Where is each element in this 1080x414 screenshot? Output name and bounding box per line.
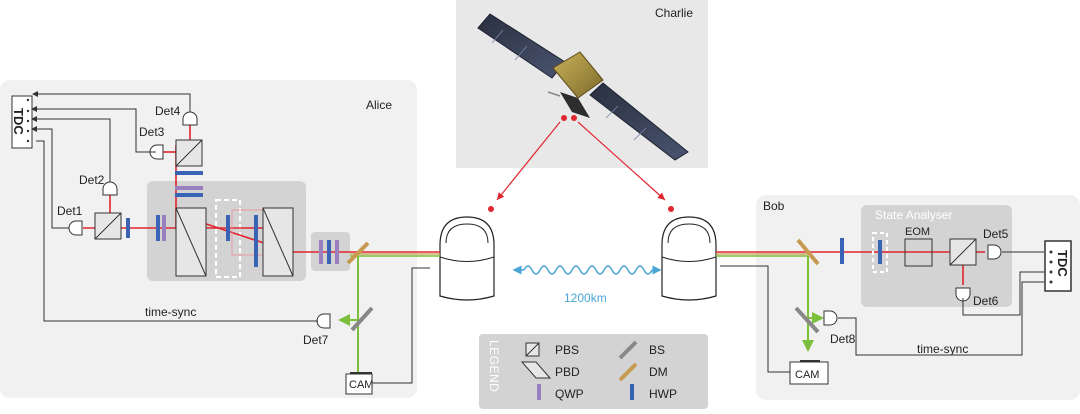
incoming-photon-alice: [488, 206, 494, 212]
legend: LEGEND PBS PBD QWP BS DM HWP: [479, 334, 708, 409]
tdc-alice: TDC: [11, 95, 33, 149]
legend-title: LEGEND: [487, 340, 501, 392]
alice-dm: [346, 241, 370, 265]
det1-icon: [68, 220, 83, 236]
legend-hwp-label: HWP: [649, 387, 677, 401]
photon-source-dot: [571, 115, 577, 121]
legend-pbs-label: PBS: [555, 343, 579, 357]
satellite-icon: [477, 13, 689, 161]
bob-cables: [720, 251, 1044, 373]
alice-pbs-upper: [175, 139, 203, 167]
alice-qwp-3: [335, 240, 339, 264]
det5-label: Det5: [983, 227, 1009, 241]
cam-alice-label: CAM: [349, 379, 373, 391]
charlie-label: Charlie: [655, 6, 693, 20]
bob-bs: [794, 306, 820, 334]
alice-qwp-2: [319, 240, 323, 264]
bob-dashed-module: [872, 232, 888, 273]
cam-bob-label: CAM: [795, 369, 819, 381]
det4-label: Det4: [155, 104, 181, 118]
alice-hwp-5: [327, 240, 331, 264]
alice-bs: [350, 306, 374, 332]
tdc-bob: TDC: [1044, 240, 1072, 292]
alice-cable-arrows: [31, 91, 38, 132]
det6-label: Det6: [973, 294, 999, 308]
free-space-link: [512, 265, 662, 275]
bob-hwp: [840, 238, 844, 264]
alice-hwp-1: [126, 218, 130, 238]
dm-icon: [618, 362, 638, 382]
alice-hwp-3: [226, 215, 230, 241]
alice-pbd-1: [175, 207, 207, 277]
alice-hwp-4: [254, 215, 258, 267]
det7-icon: [316, 313, 331, 329]
bob-pbs: [949, 238, 977, 266]
photon-source-dot: [561, 115, 567, 121]
cam-bob: [789, 361, 829, 385]
det3-icon: [149, 144, 164, 160]
time-sync-bob-label: time-sync: [917, 342, 968, 356]
legend-pbd-label: PBD: [555, 365, 580, 379]
hwp-icon: [630, 384, 634, 400]
det1-label: Det1: [57, 204, 83, 218]
det2-icon: [102, 181, 118, 196]
alice-dashed-module: [215, 199, 241, 278]
cam-alice: [345, 373, 373, 395]
downlink-alice: [496, 121, 561, 201]
pbd-icon: [520, 361, 552, 379]
distance-label: 1200km: [564, 291, 607, 305]
tdc-alice-label: TDC: [11, 108, 26, 135]
det8-icon: [823, 310, 838, 326]
det5-icon: [987, 244, 1002, 260]
legend-bs-label: BS: [649, 343, 665, 357]
state-analyser-box: [861, 205, 1012, 307]
bob-dm: [796, 238, 820, 266]
telescope-alice-icon: [439, 216, 495, 301]
alice-hwp-2: [156, 215, 160, 241]
legend-dm-label: DM: [649, 365, 668, 379]
alice-cables: [36, 93, 430, 384]
incoming-photon-bob: [668, 206, 674, 212]
bs-icon: [618, 340, 638, 360]
state-analyser-label: State Analyser: [875, 208, 952, 222]
alice-hwp-upper-2: [175, 193, 203, 197]
downlink-bob: [577, 121, 666, 201]
eom-label: EOM: [905, 226, 930, 238]
alice-qwp-1: [162, 215, 166, 241]
bob-green-path: [802, 256, 824, 352]
legend-qwp-label: QWP: [555, 387, 584, 401]
alice-qwp-upper: [175, 186, 203, 190]
alice-green-path: [338, 256, 359, 372]
alice-hwp-upper: [175, 171, 203, 175]
det7-label: Det7: [303, 333, 329, 347]
bob-hwp-2: [878, 240, 882, 264]
alice-label: Alice: [366, 98, 392, 112]
det4-icon: [182, 111, 198, 126]
det8-label: Det8: [830, 332, 856, 346]
qwp-icon: [537, 384, 541, 400]
alice-pbd-2: [262, 207, 294, 277]
time-sync-alice-label: time-sync: [145, 305, 196, 319]
det3-label: Det3: [139, 125, 165, 139]
telescope-bob-icon: [661, 216, 717, 301]
alice-pbs: [94, 212, 122, 240]
det2-label: Det2: [79, 173, 105, 187]
eom-box: [904, 238, 933, 267]
det6-icon: [955, 287, 971, 302]
tdc-bob-label: TDC: [1055, 250, 1070, 277]
bob-label: Bob: [763, 199, 785, 213]
